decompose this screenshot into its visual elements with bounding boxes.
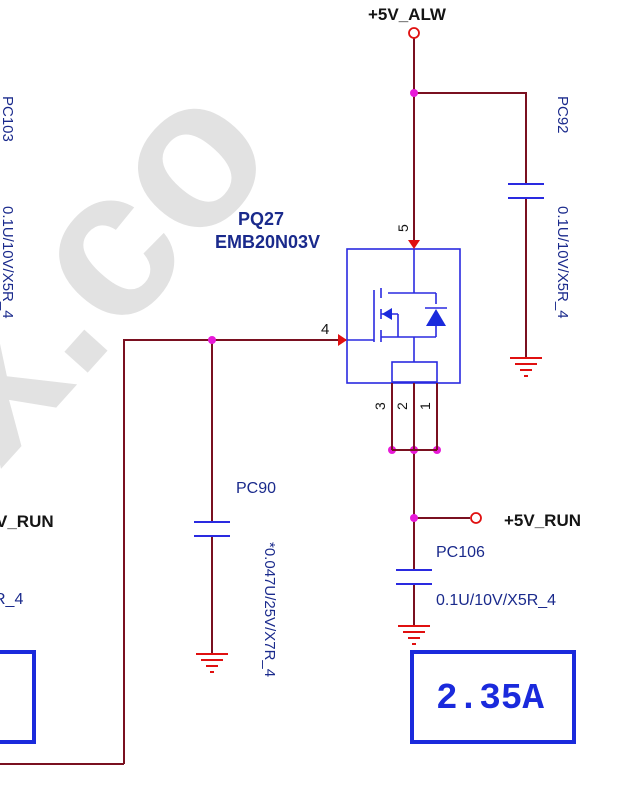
- ground-symbols: [196, 357, 542, 673]
- diode-icon: [426, 309, 446, 326]
- pin-label-2: 2: [394, 402, 410, 410]
- cap-ref-pc92: PC92: [554, 96, 571, 134]
- ground-icon: [510, 357, 542, 377]
- pin-label-3: 3: [372, 402, 388, 410]
- capacitor-symbols: [194, 183, 544, 585]
- ground-icon: [196, 653, 228, 673]
- transistor-part: EMB20N03V: [215, 232, 320, 252]
- junction-dot: [410, 514, 418, 522]
- transistor-pq27: [338, 240, 461, 451]
- watermark-text: x.co: [0, 31, 315, 501]
- cap-value-pc106: 0.1U/10V/X5R_4: [436, 592, 556, 609]
- body-arrow-icon: [382, 308, 392, 320]
- ground-icon: [398, 625, 430, 645]
- cap-ref-pc90: PC90: [236, 480, 276, 497]
- wires: [0, 38, 527, 765]
- wire-gate: [123, 339, 346, 764]
- current-value: 2.35A: [436, 678, 544, 719]
- cap-ref-pc103: PC103: [0, 96, 16, 142]
- pin-arrow-icon: [408, 240, 420, 249]
- cap-value-pc92: 0.1U/10V/X5R_4: [554, 206, 571, 319]
- net-label-left-partial: V_RUN: [0, 512, 54, 531]
- net-label-5v-alw: +5V_ALW: [368, 5, 447, 24]
- left-partial-box: [0, 650, 36, 744]
- junction-dot: [410, 89, 418, 97]
- port-5v-alw: [408, 27, 420, 39]
- cap-value-pc103: 0.1U/10V/X5R_4: [0, 206, 16, 319]
- cap-value-pc90: *0.047U/25V/X7R_4: [261, 542, 278, 677]
- transistor-body: [346, 248, 461, 384]
- watermark: x.co: [0, 31, 315, 501]
- pin-arrow-icon: [338, 334, 347, 346]
- wire-pc92: [414, 92, 527, 183]
- port-5v-run: [470, 512, 482, 524]
- pin-label-4: 4: [321, 321, 329, 338]
- transistor-ref: PQ27: [238, 209, 284, 229]
- left-partial-value: R_4: [0, 591, 23, 608]
- pin-label-1: 1: [417, 402, 433, 410]
- net-label-5v-run: +5V_RUN: [504, 511, 581, 530]
- pin-label-5: 5: [395, 224, 411, 232]
- junction-dot: [208, 336, 216, 344]
- current-box: [410, 650, 576, 744]
- cap-ref-pc106: PC106: [436, 544, 485, 561]
